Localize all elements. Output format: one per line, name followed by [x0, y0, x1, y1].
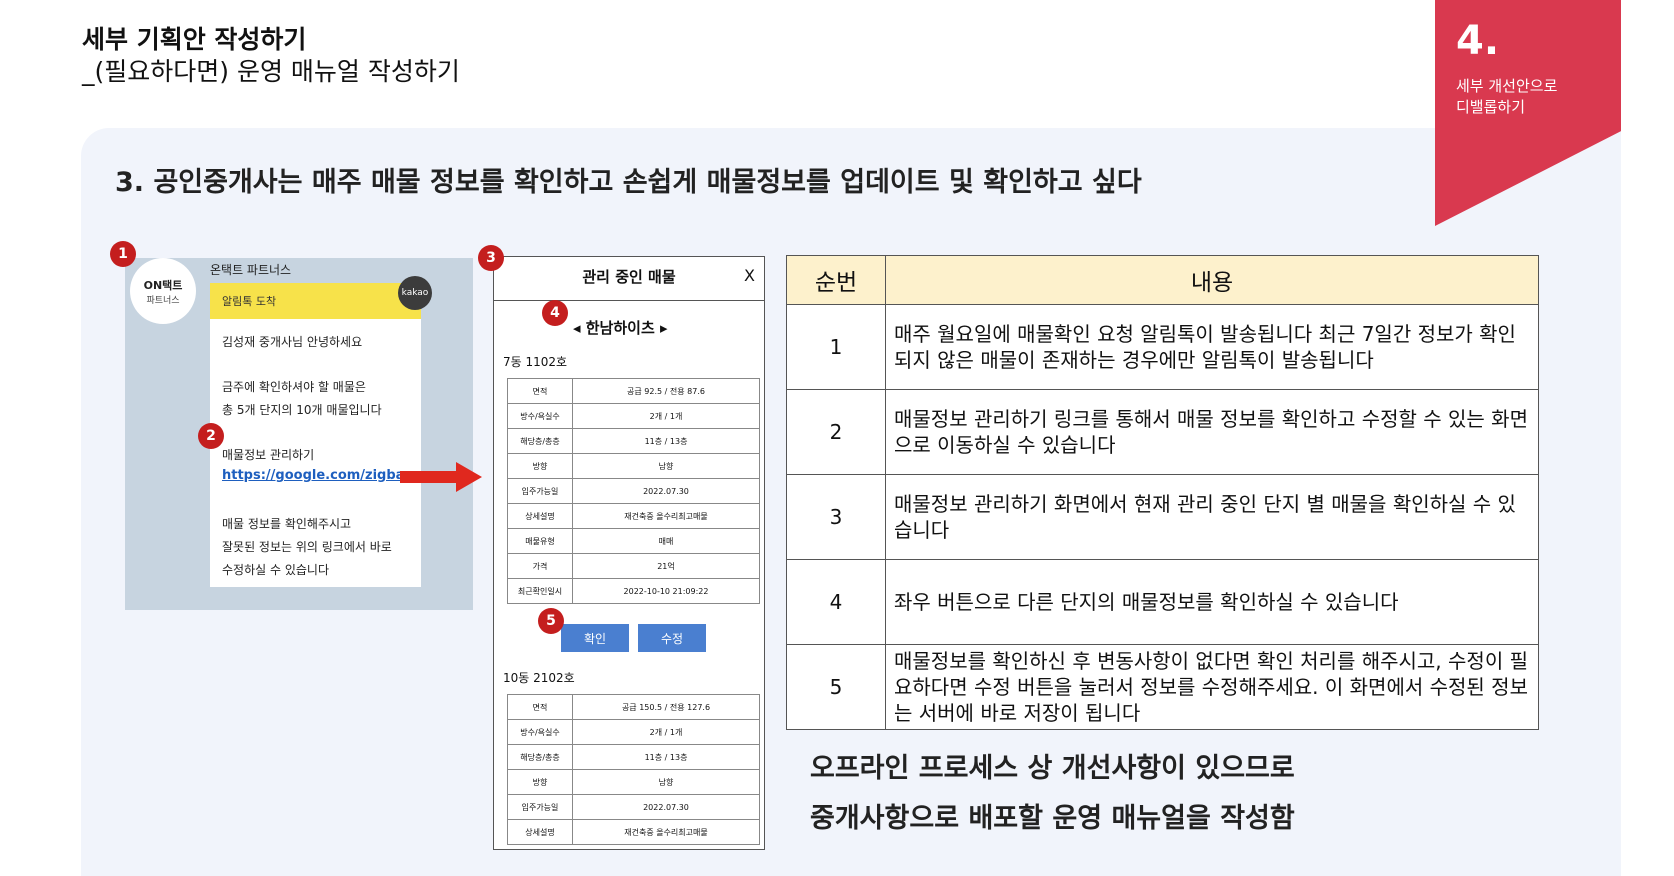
col-header-number: 순번	[786, 255, 886, 305]
row-text: 좌우 버튼으로 다른 단지의 매물정보를 확인하실 수 있습니다	[885, 559, 1539, 645]
avatar-logo-sub: 파트너스	[146, 295, 180, 306]
row-text: 매물정보 관리하기 링크를 통해서 매물 정보를 확인하고 수정할 수 있는 화…	[885, 389, 1539, 475]
manage-link[interactable]: https://google.com/zigbang	[222, 468, 424, 483]
step-badge-3: 3	[478, 245, 504, 271]
message-footer1: 매물 정보를 확인해주시고	[222, 517, 352, 531]
right-arrow-icon	[400, 462, 482, 492]
row-text: 매물정보를 확인하신 후 변동사항이 없다면 확인 처리를 해주시고, 수정이 …	[885, 644, 1539, 730]
section-label-line1: 세부 개선안으로	[1456, 77, 1558, 95]
section-label-line2: 디밸롭하기	[1456, 98, 1526, 116]
page-title: 세부 기획안 작성하기	[82, 25, 307, 54]
row-number: 5	[786, 644, 886, 730]
row-text: 매물정보 관리하기 화면에서 현재 관리 중인 단지 별 매물을 확인하실 수 …	[885, 474, 1539, 560]
message-greeting: 김성재 중개사님 안녕하세요	[222, 335, 363, 349]
step-badge-4: 4	[542, 300, 568, 326]
table-header-row: 순번 내용	[786, 255, 1539, 305]
kakao-logo-icon: kakao	[398, 276, 432, 310]
manage-link-label: 매물정보 관리하기	[222, 448, 315, 462]
close-icon[interactable]: X	[744, 266, 755, 285]
message-header: 알림톡 도착	[210, 283, 421, 319]
section-label: 세부 개선안으로 디밸롭하기	[1456, 76, 1606, 118]
message-footer2: 잘못된 정보는 위의 링크에서 바로	[222, 540, 392, 554]
unit2-label: 10동 2102호	[503, 671, 575, 685]
row-text: 매주 월요일에 매물확인 요청 알림톡이 발송됩니다 최근 7일간 정보가 확인…	[885, 304, 1539, 390]
edit-button[interactable]: 수정	[638, 624, 706, 652]
section-number: 4.	[1456, 18, 1500, 64]
message-line1: 금주에 확인하셔야 할 매물은	[222, 380, 366, 394]
row-number: 4	[786, 559, 886, 645]
col-header-content: 내용	[885, 255, 1539, 305]
summary-line2: 중개사항으로 배포할 운영 매뉴얼을 작성함	[810, 803, 1295, 834]
row-number: 1	[786, 304, 886, 390]
avatar: ON택트 파트너스	[130, 258, 196, 324]
step-badge-5: 5	[538, 608, 564, 634]
row-number: 3	[786, 474, 886, 560]
divider	[493, 300, 765, 301]
page-subtitle: _(필요하다면) 운영 매뉴얼 작성하기	[82, 57, 460, 86]
message-footer3: 수정하실 수 있습니다	[222, 563, 329, 577]
unit1-label: 7동 1102호	[503, 355, 568, 369]
message-header-label: 알림톡 도착	[222, 295, 277, 308]
confirm-button[interactable]: 확인	[561, 624, 629, 652]
message-line2: 총 5개 단지의 10개 매물입니다	[222, 403, 382, 417]
sender-name: 온택트 파트너스	[210, 263, 292, 277]
row-number: 2	[786, 389, 886, 475]
step-badge-2: 2	[198, 423, 224, 449]
avatar-logo-text: ON택트	[143, 278, 183, 292]
message-bubble	[210, 283, 421, 587]
step-badge-1: 1	[110, 241, 136, 267]
complex-selector[interactable]: ◂ 한남하이츠 ▸	[573, 319, 668, 337]
summary-line1: 오프라인 프로세스 상 개선사항이 있으므로	[810, 753, 1295, 784]
section-headline: 3. 공인중개사는 매주 매물 정보를 확인하고 손쉽게 매물정보를 업데이트 …	[115, 167, 1142, 198]
manage-title: 관리 중인 매물	[582, 268, 676, 286]
